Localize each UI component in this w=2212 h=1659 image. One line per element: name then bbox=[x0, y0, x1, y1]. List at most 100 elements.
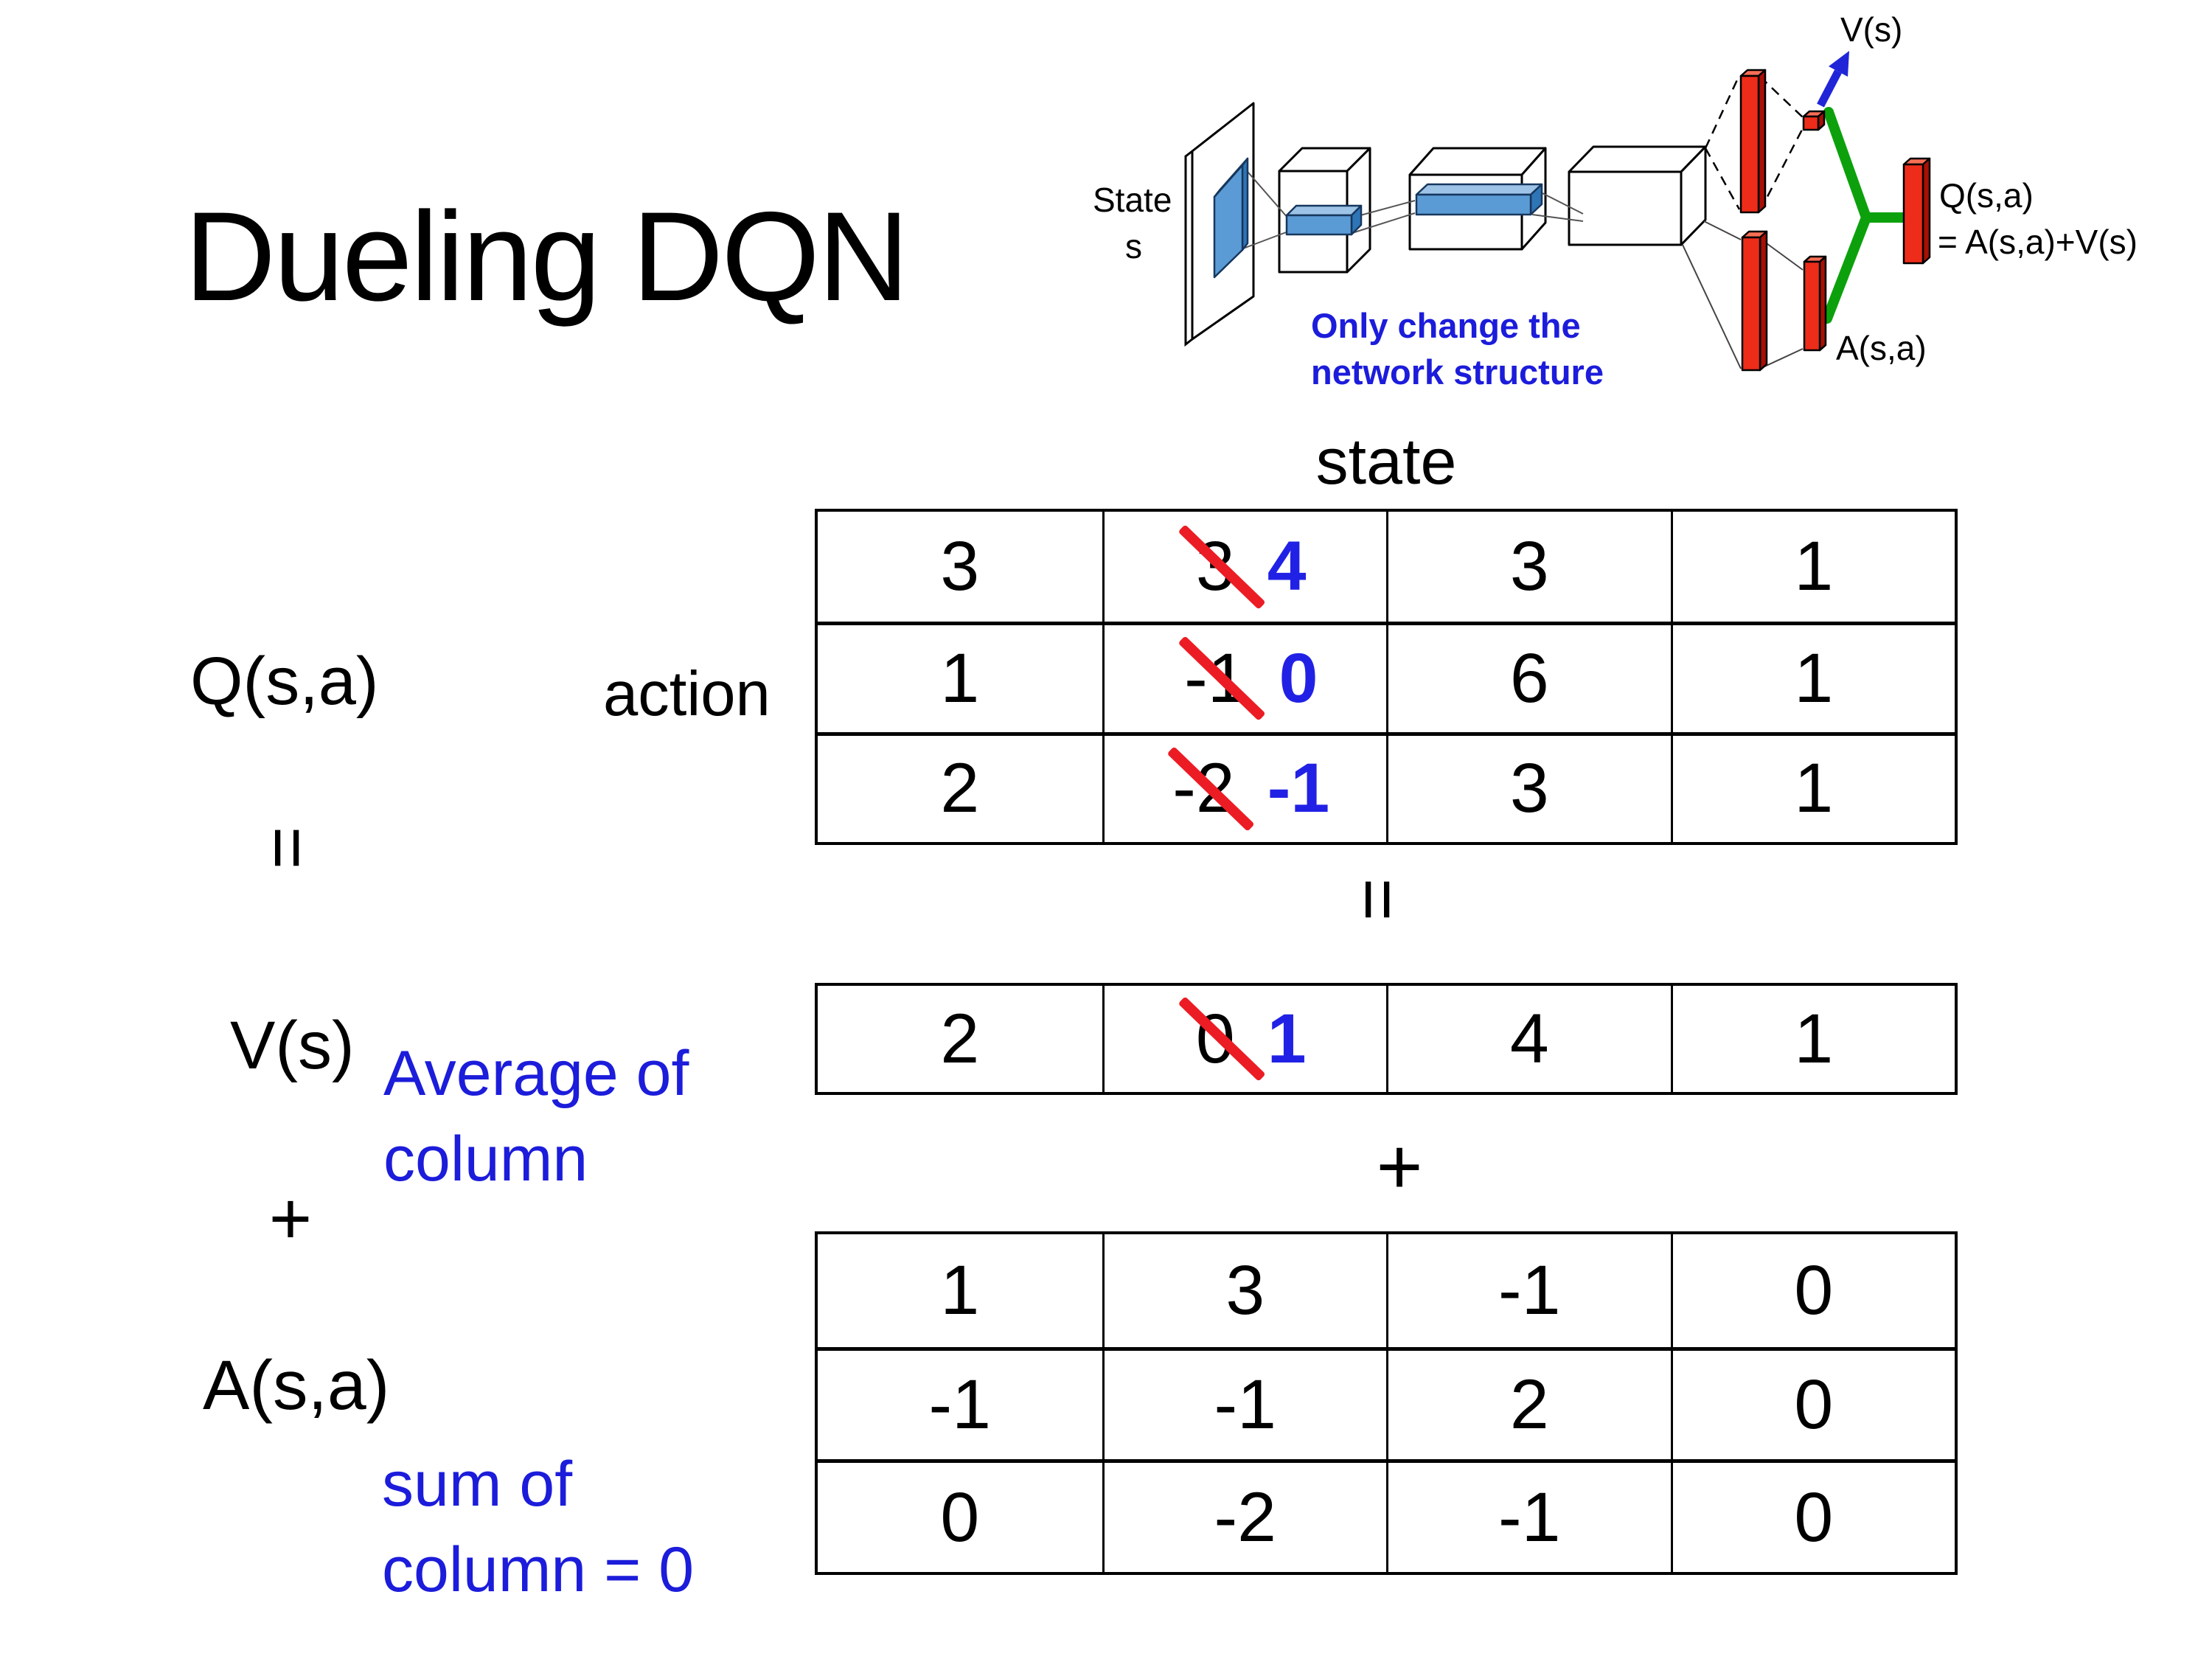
cell-value: 2 bbox=[1509, 1365, 1549, 1444]
cell-value: 1 bbox=[1794, 999, 1834, 1078]
table-cell: -2 bbox=[1102, 1459, 1386, 1572]
feature-box-1 bbox=[1213, 157, 1249, 279]
table-cell: 0 bbox=[1670, 1459, 1955, 1572]
corrected-pair: -2 -1 bbox=[1166, 745, 1330, 832]
sum-of-column-note: sum of column = 0 bbox=[382, 1449, 695, 1606]
table-cell-corrected: -2 -1 bbox=[1102, 731, 1386, 842]
table-cell: 1 bbox=[818, 1234, 1102, 1347]
corrected-pair: 0 1 bbox=[1178, 996, 1307, 1082]
q-output-formula: = A(s,a)+V(s) bbox=[1938, 223, 2138, 261]
cell-value: 0 bbox=[1794, 1478, 1834, 1557]
a-matrix-label: A(s,a) bbox=[203, 1346, 390, 1425]
table-cell: 1 bbox=[818, 622, 1102, 731]
plus-middle: + bbox=[1376, 1121, 1423, 1211]
cell-value: 4 bbox=[1509, 999, 1549, 1078]
table-cell: 2 bbox=[818, 986, 1102, 1092]
input-panel-thickness bbox=[1184, 150, 1193, 347]
table-cell: 1 bbox=[1670, 622, 1955, 732]
v-stream-dashed-lines bbox=[1704, 74, 1805, 212]
state-axis-label: state bbox=[1315, 425, 1457, 498]
new-value: -1 bbox=[1267, 749, 1330, 828]
cell-value: 6 bbox=[1509, 639, 1549, 717]
new-value: 0 bbox=[1279, 639, 1318, 717]
table-cell: 0 bbox=[818, 1459, 1102, 1572]
table-cell-corrected: 3 4 bbox=[1102, 512, 1387, 622]
state-label-line1: State bbox=[1093, 181, 1172, 219]
new-value: 1 bbox=[1267, 999, 1307, 1078]
cell-value: 1 bbox=[1794, 749, 1834, 828]
table-cell: 1 bbox=[1670, 986, 1955, 1092]
cell-value: -1 bbox=[1498, 1478, 1561, 1557]
cell-value: 1 bbox=[1794, 527, 1834, 606]
new-value: 4 bbox=[1267, 527, 1307, 606]
equals-left: = bbox=[246, 826, 329, 870]
table-cell-corrected: 0 1 bbox=[1102, 986, 1387, 1092]
q-output-bar bbox=[1902, 157, 1931, 265]
cell-value: 1 bbox=[1794, 639, 1834, 717]
q-matrix-label: Q(s,a) bbox=[190, 644, 379, 719]
cell-value: 3 bbox=[1509, 749, 1549, 828]
cell-value: 1 bbox=[940, 1251, 980, 1329]
v-scalar-box bbox=[1802, 110, 1826, 131]
cell-value: -1 bbox=[928, 1365, 991, 1444]
a-output-label: A(s,a) bbox=[1836, 329, 1927, 367]
table-cell: 3 bbox=[818, 512, 1102, 622]
diagram-note-line1: Only change the bbox=[1311, 306, 1581, 345]
average-of-column-note: Average of column bbox=[383, 1038, 689, 1195]
vs-arrow bbox=[1817, 51, 1849, 108]
old-value-wrap: 3 bbox=[1178, 524, 1266, 610]
corrected-pair: 3 4 bbox=[1178, 524, 1307, 610]
corrected-pair: -1 0 bbox=[1178, 636, 1318, 722]
network-diagram: State s V(s) Q(s,a) = A(s,a)+V(s) A(s,a)… bbox=[1093, 10, 2138, 392]
equals-middle: = bbox=[1337, 877, 1419, 922]
a-vector-bar bbox=[1803, 255, 1827, 352]
cell-value: -2 bbox=[1214, 1478, 1276, 1557]
old-value-wrap: 0 bbox=[1178, 996, 1266, 1082]
cell-value: 2 bbox=[940, 749, 980, 828]
vs-output-label: V(s) bbox=[1840, 10, 1902, 49]
diagram-note-line2: network structure bbox=[1311, 352, 1604, 392]
slide-title: Dueling DQN bbox=[184, 186, 909, 327]
cell-value: 0 bbox=[940, 1478, 980, 1557]
cell-value: -1 bbox=[1498, 1251, 1561, 1329]
table-cell: -1 bbox=[1386, 1234, 1671, 1347]
cell-value: -1 bbox=[1214, 1365, 1276, 1444]
cell-value: 3 bbox=[1225, 1251, 1265, 1329]
combine-connector bbox=[1822, 107, 1912, 324]
old-value: -2 bbox=[1172, 749, 1235, 828]
table-cell: 1 bbox=[1670, 512, 1955, 622]
state-label-line2: s bbox=[1125, 227, 1142, 265]
table-cell: 0 bbox=[1670, 1346, 1955, 1460]
connection-lines bbox=[1242, 166, 1584, 249]
feature-box-3 bbox=[1415, 183, 1543, 216]
table-cell: 2 bbox=[818, 731, 1102, 842]
cell-value: 1 bbox=[940, 639, 980, 717]
v-table: 2 0 1 4 1 bbox=[815, 983, 1958, 1095]
cell-value: 0 bbox=[1794, 1251, 1834, 1329]
table-cell: 3 bbox=[1386, 512, 1671, 622]
fc-cube bbox=[1568, 145, 1707, 246]
a-table: 1 3 -1 0 -1 -1 2 0 0 -2 -1 0 bbox=[815, 1231, 1958, 1575]
action-axis-label: action bbox=[603, 659, 771, 729]
old-value-wrap: -1 bbox=[1178, 636, 1266, 722]
table-cell: 3 bbox=[1386, 731, 1671, 842]
plus-left: + bbox=[268, 1178, 313, 1260]
v-matrix-label: V(s) bbox=[230, 1008, 355, 1083]
old-value: -1 bbox=[1184, 639, 1247, 717]
old-value-wrap: -2 bbox=[1166, 745, 1255, 832]
table-cell: 1 bbox=[1670, 731, 1955, 842]
table-cell: -1 bbox=[818, 1346, 1102, 1460]
cell-value: 2 bbox=[940, 999, 980, 1078]
q-table: 3 3 4 3 1 1 -1 0 6 1 2 -2 -1 3 1 bbox=[815, 509, 1958, 845]
fc-bar-bottom bbox=[1741, 230, 1768, 372]
table-cell: 0 bbox=[1670, 1234, 1955, 1347]
q-output-label: Q(s,a) bbox=[1939, 176, 2034, 215]
feature-box-2 bbox=[1285, 204, 1363, 236]
table-cell: -1 bbox=[1386, 1459, 1671, 1572]
table-cell: 4 bbox=[1386, 986, 1671, 1092]
old-value: 3 bbox=[1195, 527, 1235, 606]
old-value: 0 bbox=[1195, 999, 1235, 1078]
table-cell: 3 bbox=[1102, 1234, 1387, 1347]
cell-value: 0 bbox=[1794, 1365, 1834, 1444]
